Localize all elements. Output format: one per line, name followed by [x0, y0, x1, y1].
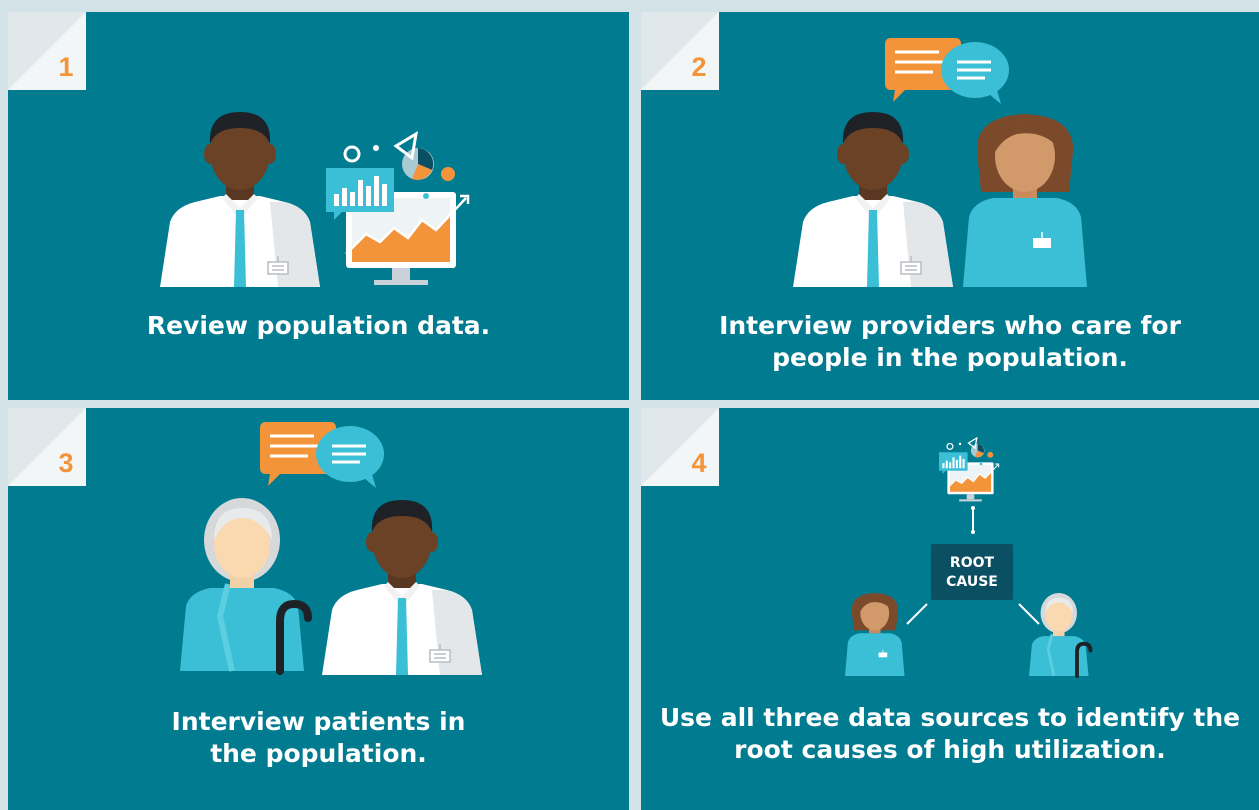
speech-bubbles-icon — [258, 420, 386, 490]
patient-figure — [180, 498, 308, 671]
step-3-panel: 3 Interview patients in the population. — [8, 408, 629, 810]
step-caption: Interview providers who care for people … — [641, 310, 1259, 374]
root-cause-line: ROOT — [949, 555, 995, 571]
step-number-corner — [8, 408, 86, 486]
speech-bubbles-icon — [883, 36, 1011, 106]
provider-figure — [844, 592, 905, 677]
caption-line: Review population data. — [146, 311, 491, 340]
connector-line — [1018, 603, 1040, 625]
step-1-panel: 1 Review population data. — [8, 12, 629, 400]
step-caption: Interview patients in the population. — [8, 706, 629, 770]
caption-line: root causes of high utilization. — [734, 735, 1166, 764]
doctor-figure — [159, 111, 321, 288]
step-2-panel: 2 Interview providers who care for peopl… — [641, 12, 1259, 400]
step-number-corner — [641, 12, 719, 90]
caption-line: people in the population. — [772, 343, 1128, 372]
doctor-figure — [792, 111, 954, 288]
step-number: 1 — [58, 52, 74, 82]
data-dashboard-icon — [324, 132, 470, 287]
provider-figure — [962, 113, 1088, 288]
step-number-corner — [641, 408, 719, 486]
caption-line: Interview patients in — [171, 707, 466, 736]
root-cause-diagram — [844, 437, 1093, 678]
step-number-corner — [8, 12, 86, 90]
doctor-and-provider-illustration — [792, 36, 1088, 288]
caption-line: Interview providers who care for — [719, 311, 1181, 340]
doctor-figure — [321, 499, 483, 676]
caption-line: Use all three data sources to identify t… — [659, 703, 1241, 732]
step-caption: Review population data. — [8, 310, 629, 342]
step-number: 3 — [58, 448, 74, 478]
patient-figure — [1027, 591, 1093, 678]
root-cause-label: ROOT CAUSE — [931, 554, 1013, 592]
step-caption: Use all three data sources to identify t… — [641, 702, 1259, 766]
step-4-panel: 4 ROOT CAUSE Use all three data sources … — [641, 408, 1259, 810]
patient-and-doctor-illustration — [8, 420, 483, 676]
step-number: 4 — [691, 448, 707, 478]
doctor-with-data-illustration — [159, 111, 470, 288]
data-dashboard-icon — [938, 437, 1000, 503]
caption-line: the population. — [210, 739, 427, 768]
root-cause-line: CAUSE — [946, 574, 998, 590]
connector-line — [906, 603, 928, 625]
step-number: 2 — [691, 52, 707, 82]
root-cause-box — [931, 544, 1013, 600]
